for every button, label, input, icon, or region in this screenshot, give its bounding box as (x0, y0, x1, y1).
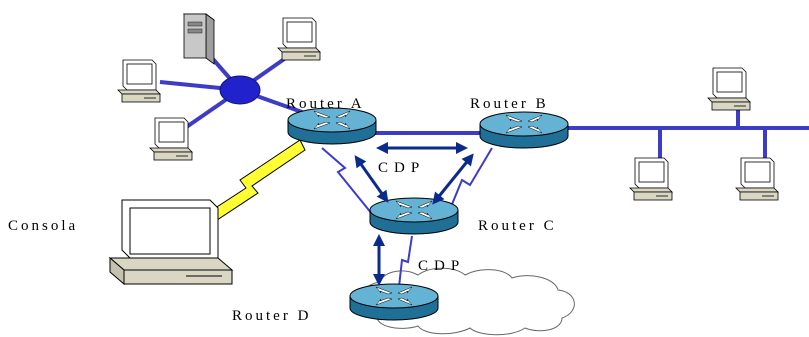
serial-c-d (397, 235, 413, 297)
network-links (159, 48, 809, 158)
router-c-label: Router C (478, 218, 557, 234)
router-icon-a (287, 107, 377, 145)
router-b-label: Router B (470, 96, 549, 112)
workstation-icon (117, 59, 161, 103)
router-icon-b (479, 111, 569, 149)
server-icon (182, 13, 216, 65)
router-a-label: Router A (286, 96, 365, 112)
cdp-arrows (354, 142, 474, 286)
hub-icon (219, 75, 261, 105)
router-icon-d (349, 283, 439, 321)
cdp-label-top: CDP (378, 160, 425, 176)
workstation-icon (707, 67, 751, 111)
console-icon (108, 199, 234, 286)
workstation-icon (277, 17, 321, 61)
serial-a-c (321, 147, 373, 215)
serial-b-c (447, 147, 493, 215)
cdp-arrow-b-c (432, 153, 474, 205)
consola-label: Consola (8, 218, 78, 234)
router-d-label: Router D (232, 308, 311, 324)
workstation-icon (629, 157, 673, 201)
cdp-arrow-a-c (354, 155, 389, 203)
workstation-icon (735, 157, 779, 201)
cdp-label-bottom: CDP (418, 258, 465, 274)
workstation-icon (149, 117, 193, 161)
router-icon-c (369, 197, 459, 235)
